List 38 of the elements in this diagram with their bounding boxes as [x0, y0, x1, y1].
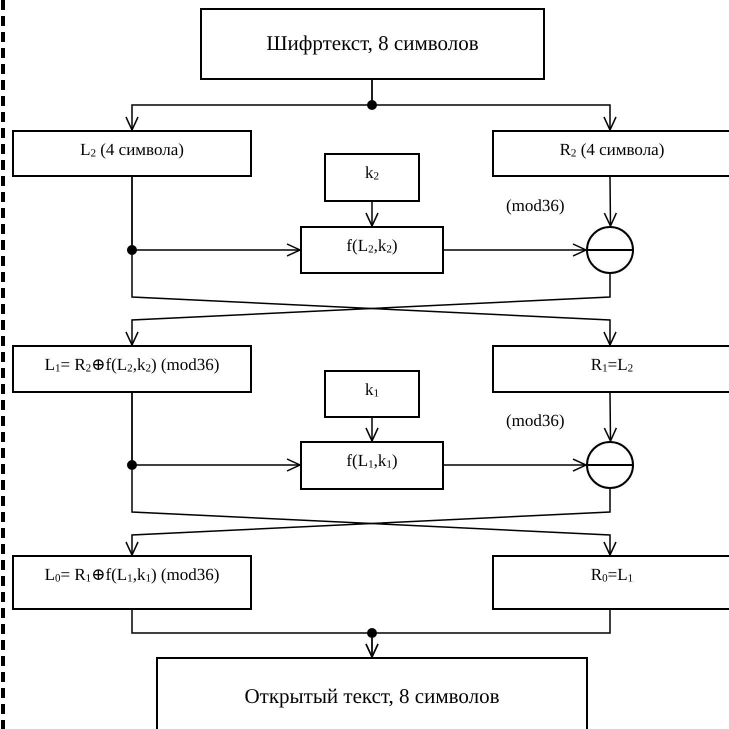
arrow [131, 393, 617, 556]
arrow [444, 243, 587, 257]
box-label: R$_{2}$ (4 символа) [560, 140, 664, 161]
box-label: L$_{0}$= R$_{1}$⊕f(L$_{1}$,k$_{1}$) (mod36) [44, 565, 220, 586]
process-box [12, 130, 252, 177]
box-label: f(L$_{2}$,k$_{2}$) [346, 236, 398, 257]
arrow [365, 610, 611, 658]
arrow [365, 202, 379, 227]
arrow [125, 274, 611, 346]
process-box [300, 226, 444, 274]
box-label: L$_{2}$ (4 символа) [80, 140, 184, 161]
process-box [492, 555, 729, 610]
box-label: Открытый текст, 8 символов [244, 684, 500, 710]
box-label: f(L$_{1}$,k$_{1}$) [346, 451, 398, 472]
arrow [131, 177, 617, 346]
arrow [365, 418, 379, 442]
process-box [156, 657, 588, 729]
box-label: R$_{1}$=L$_{2}$ [590, 355, 634, 376]
box-label: k$_{1}$ [364, 380, 380, 401]
modulus-label: (mod36) [506, 196, 565, 216]
arrow [604, 177, 618, 227]
modulus-label: (mod36) [506, 411, 565, 431]
process-box [492, 130, 729, 177]
process-box [12, 345, 252, 393]
arrow [604, 393, 618, 442]
process-box [324, 153, 420, 202]
box-label: R$_{0}$=L$_{1}$ [590, 565, 634, 586]
arrow [371, 80, 617, 131]
process-box [324, 370, 420, 418]
arrow [125, 489, 611, 556]
process-box [492, 345, 729, 393]
box-label: L$_{1}$= R$_{2}$⊕f(L$_{2}$,k$_{2}$) (mod36) [44, 355, 220, 376]
process-box [12, 555, 252, 610]
arrow [444, 458, 587, 472]
process-box [200, 8, 545, 80]
box-label: Шифртекст, 8 символов [266, 31, 479, 57]
process-box [300, 441, 444, 490]
box-label: k$_{2}$ [364, 163, 380, 184]
